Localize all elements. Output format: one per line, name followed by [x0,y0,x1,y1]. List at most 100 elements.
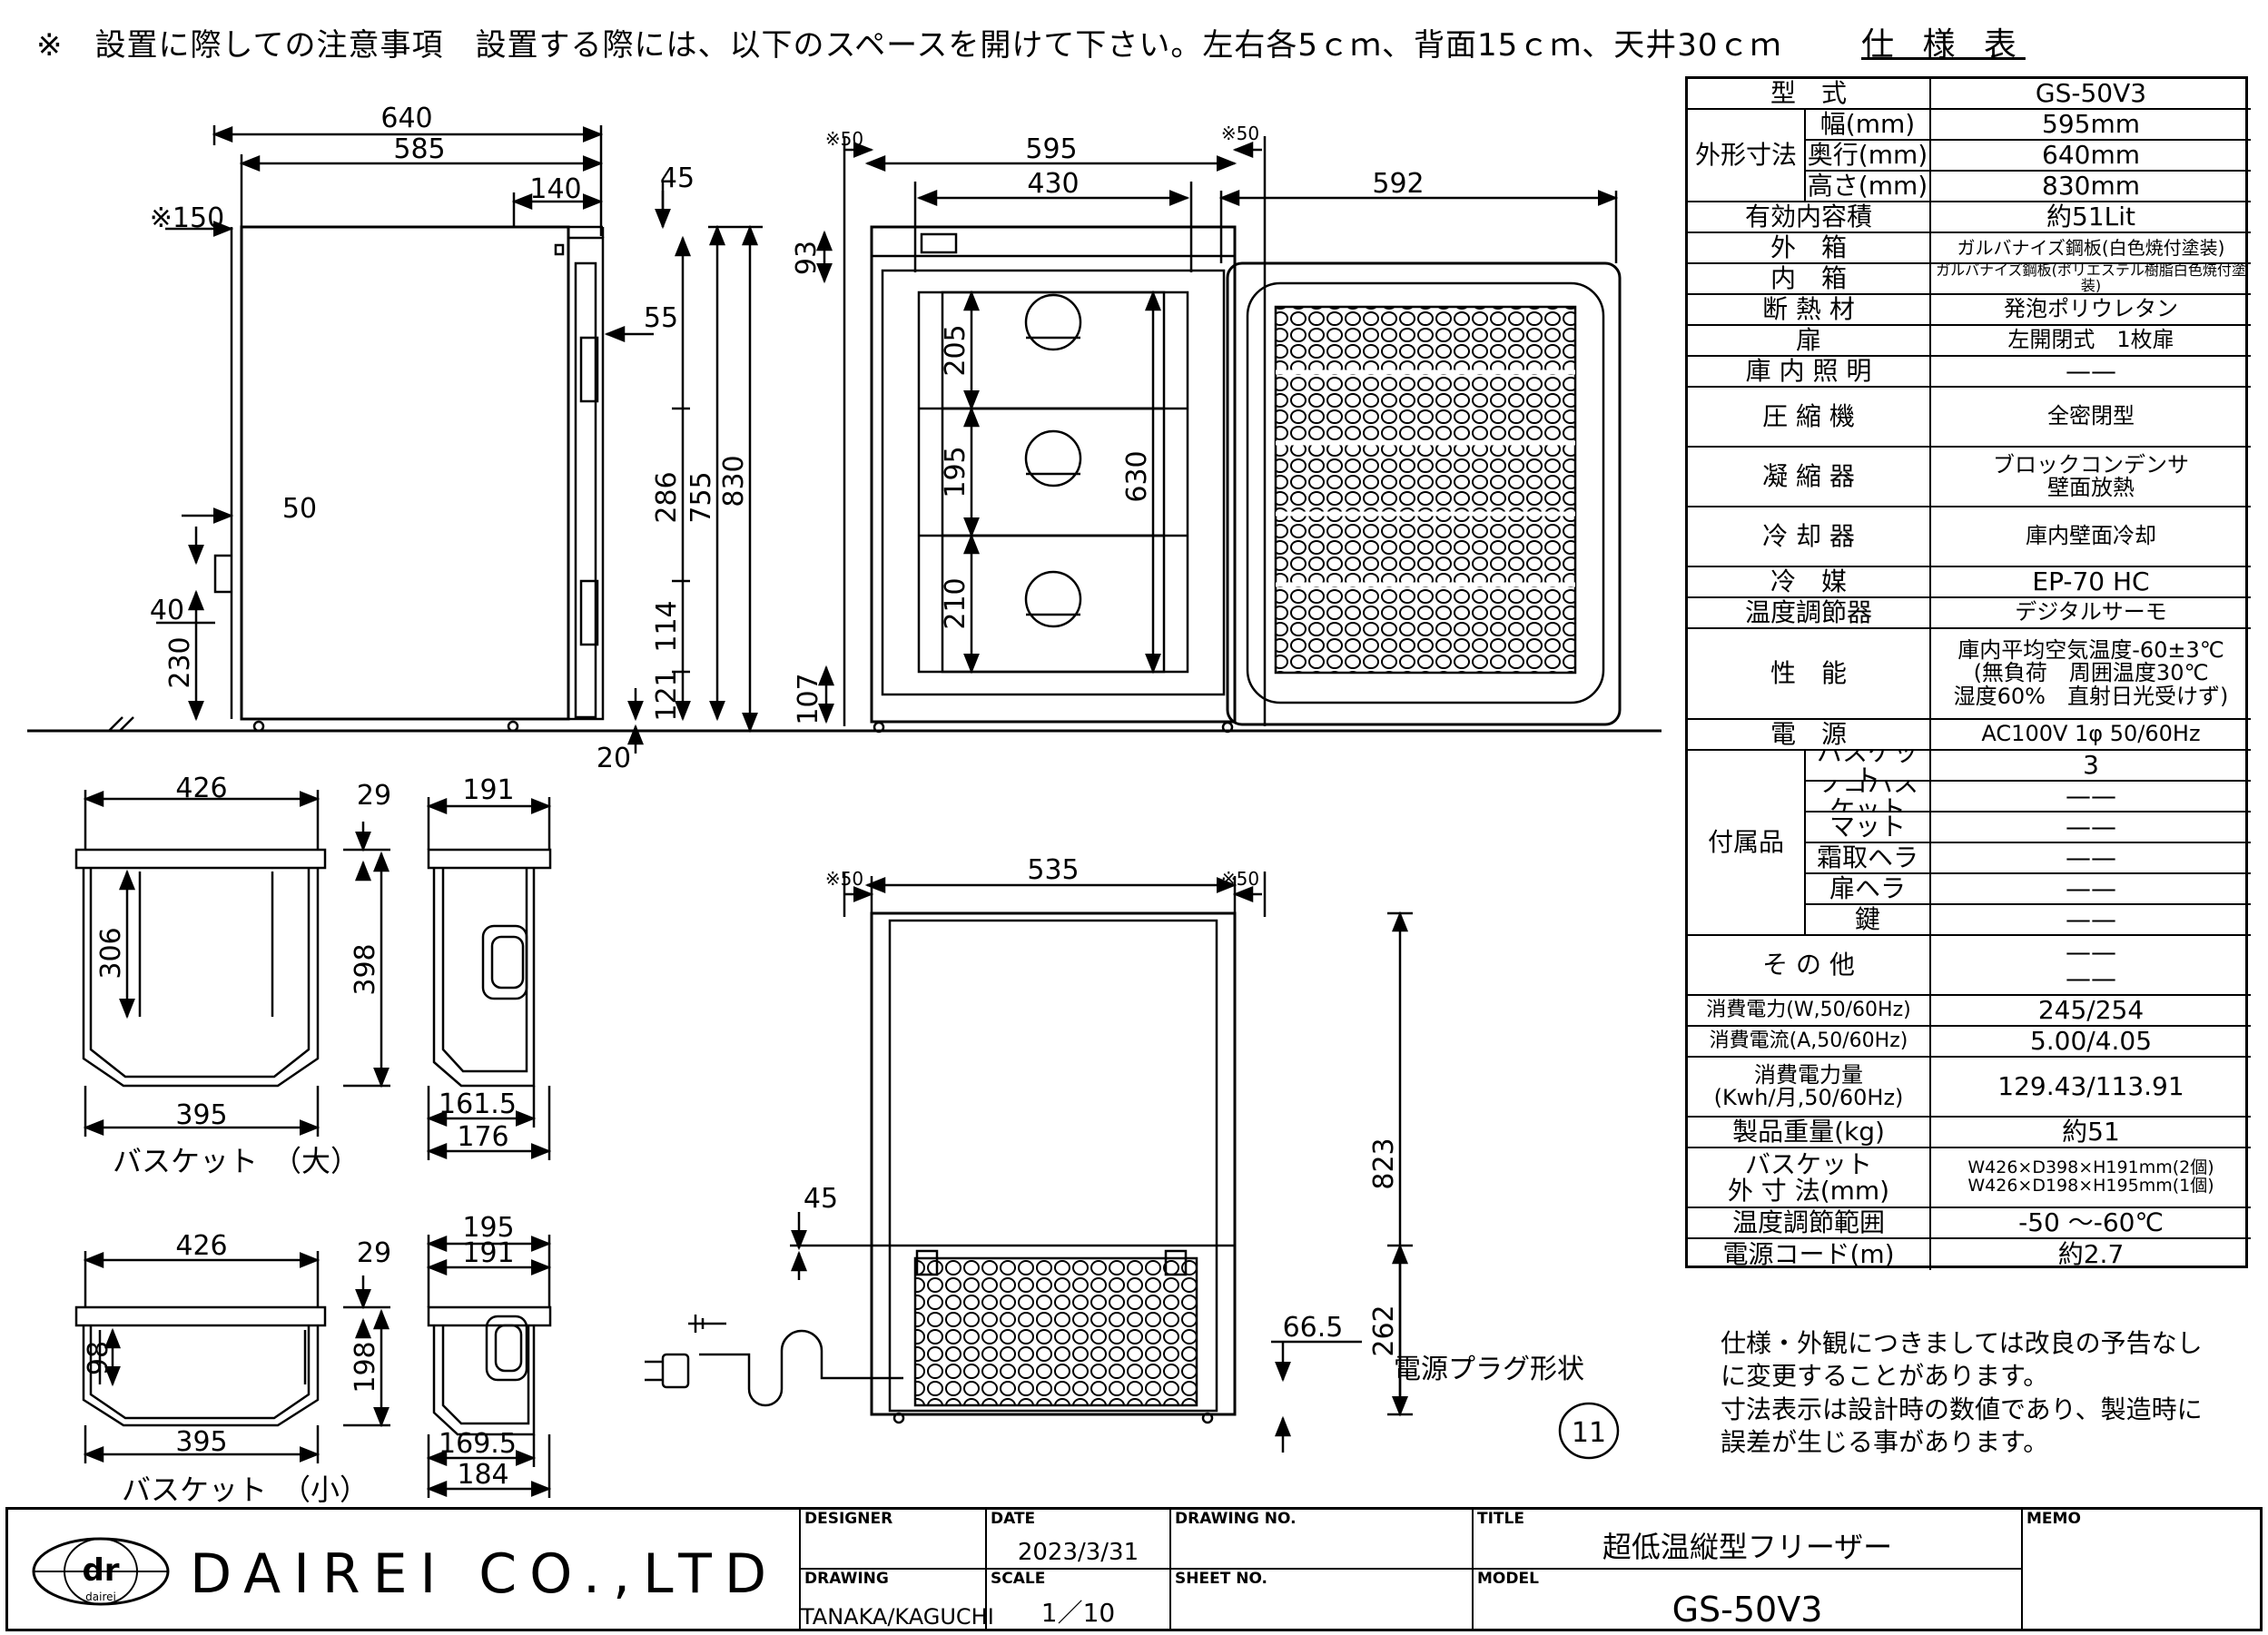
dim-side-755: 755 [685,471,717,523]
model-value: GS-50V3 [1671,1590,1823,1630]
spec-row: 性 能庫内平均空気温度-60±3℃ (無負荷 周囲温度30℃ 湿度60% 直射日… [1688,629,2251,720]
dim-front-clear-right: ※50 [1221,123,1259,144]
date-value: 2023/3/31 [1017,1539,1139,1566]
spec-row: 扉左開閉式 1枚扉 [1688,326,2251,357]
drawing-label: DRAWING [804,1570,889,1588]
spec-value: W426×D398×H191mm(2個) W426×D198×H195mm(1個… [1931,1148,2251,1208]
spec-row: 外形寸法幅(mm)595mm [1688,110,2251,202]
dim-side-45: 45 [660,163,695,194]
spec-row: 温度調節器デジタルサーモ [1688,598,2251,629]
dim-side-114: 114 [651,600,683,652]
plug-shape-label: 電源プラグ形状 [1394,1354,1584,1385]
model-label: MODEL [1477,1570,1539,1588]
spec-label: 幅(mm) [1806,110,1931,141]
spec-row: 温度調節範囲-50 ～-60℃ [1688,1208,2251,1239]
spec-value: EP-70 HC [1931,567,2251,598]
dim-bl-398: 398 [350,943,381,995]
spec-row: 製品重量(kg)約51 [1688,1118,2251,1148]
back-dimension-labels: 535 ※50 ※50 45 823 262 66.5 [804,854,1400,1357]
sheet-no-label: SHEET NO. [1175,1570,1267,1588]
basket-large-caption: バスケット （大） [113,1144,360,1178]
spec-label: 温度調節範囲 [1688,1208,1931,1239]
spec-value: —— —— [1931,936,2251,996]
side-dimension-labels: 640 585 140 45 ※150 55 50 40 230 20 286 … [150,103,750,774]
dim-bs-184: 184 [457,1459,508,1491]
title-block: dr dairei DAIREI CO.,LTD DESIGNER DRAWIN… [5,1507,2263,1631]
spec-label: 電 源 [1688,720,1931,751]
logo-mark-text: dr [82,1552,119,1589]
date-cell: DATE 2023/3/31 [985,1510,1169,1570]
dim-side-50: 50 [282,493,317,525]
dim-front-210: 210 [940,577,971,629]
spec-label: バスケット [1806,751,1931,782]
dim-side-640: 640 [380,103,432,134]
spec-row: 庫 内 照 明—— [1688,357,2251,388]
spec-value: 約51 [1931,1118,2251,1148]
plug-code: 11 [1572,1417,1606,1449]
dim-back-823: 823 [1368,1138,1400,1189]
date-label: DATE [991,1510,1036,1528]
dim-bs-195: 195 [462,1212,514,1244]
spec-row: バスケット 外 寸 法(mm)W426×D398×H191mm(2個) W426… [1688,1148,2251,1208]
back-view [645,872,1413,1453]
dim-bl-395: 395 [175,1099,227,1131]
dim-front-195: 195 [940,446,971,497]
logo-sub-text: dairei [85,1591,116,1603]
drawing-no-cell: DRAWING NO. [1169,1510,1472,1570]
spec-label: 外形寸法 [1688,110,1806,202]
technical-drawing: 640 585 140 45 ※150 55 50 40 230 20 286 … [27,103,1662,1507]
title-cell: TITLE 超低温縦型フリーザー [1472,1510,2021,1570]
dim-back-535: 535 [1027,854,1079,886]
dim-front-595: 595 [1025,133,1077,165]
spec-label: 冷 媒 [1688,567,1931,598]
designer-cell: DESIGNER [799,1510,985,1570]
basket-small-side [426,1235,552,1498]
spec-label: 性 能 [1688,629,1931,720]
spec-value: —— [1931,843,2251,874]
spec-value: 129.43/113.91 [1931,1058,2251,1118]
spec-label: 電源コード(m) [1688,1239,1931,1270]
dim-front-93: 93 [791,241,823,275]
spec-table-title: 仕 様 表 [1861,26,2026,64]
spec-label: マット [1806,813,1931,843]
scale-label: SCALE [991,1570,1046,1588]
spec-value: —— [1931,905,2251,936]
dim-bs-191: 191 [462,1237,514,1269]
dim-back-262: 262 [1368,1305,1400,1356]
spec-value: 245/254 [1931,996,2251,1027]
spec-label: 奥行(mm) [1806,141,1931,172]
dim-back-clear-right: ※50 [1221,868,1259,890]
front-view [816,136,1622,734]
dim-side-40: 40 [150,595,184,626]
dim-bs-395: 395 [175,1426,227,1458]
spec-row: ソコバスケット—— [1688,782,2251,813]
front-dimension-labels: 595 430 592 ※50 ※50 93 205 195 210 630 1… [791,123,1425,725]
spec-value: —— [1931,813,2251,843]
basket-large-front [74,790,390,1137]
spec-row: 外 箱ガルバナイズ鋼板(白色焼付塗装) [1688,233,2251,264]
dim-front-clear-left: ※50 [825,128,863,150]
dim-side-55: 55 [644,302,678,334]
spec-label: そ の 他 [1688,936,1931,996]
dim-bs-169: 169.5 [439,1428,517,1460]
dim-side-230: 230 [164,636,196,688]
dim-front-205: 205 [940,324,971,376]
spec-value: ガルバナイズ鋼板(白色焼付塗装) [1931,233,2251,264]
spec-label: ソコバスケット [1806,782,1931,813]
spec-row: 高さ(mm)830mm [1688,172,2251,202]
dim-bs-198: 198 [350,1341,381,1393]
spec-value: 約2.7 [2057,1239,2125,1270]
dim-bl-306: 306 [95,927,127,979]
dim-bl-161: 161.5 [439,1088,517,1120]
dim-side-150: ※150 [150,202,224,234]
dim-side-140: 140 [529,173,581,205]
spec-value: 830mm [1931,172,2251,202]
spec-label: 断 熱 材 [1688,295,1931,326]
spec-value: 庫内壁面冷却 [1931,507,2251,567]
spec-label: 付属品 [1688,751,1806,936]
model-cell: MODEL GS-50V3 [1472,1570,2021,1631]
